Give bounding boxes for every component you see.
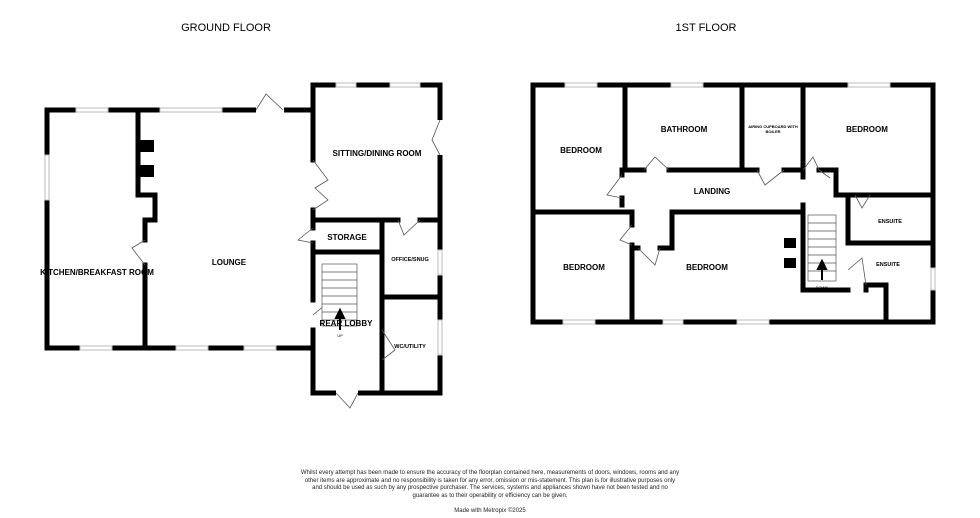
- room-landing: LANDING: [694, 187, 730, 196]
- first-floor-plan: BEDROOM BATHROOM AIRING CUPBOARD WITH BO…: [530, 82, 936, 325]
- first-stairs: [807, 214, 837, 282]
- ground-floor-title: GROUND FLOOR: [181, 22, 271, 34]
- room-office-snug: OFFICE/SNUG: [391, 257, 429, 263]
- room-airing-boiler: BOILER: [765, 129, 780, 134]
- stair-down-arrow-icon: [816, 258, 828, 280]
- room-rear-lobby: REAR LOBBY: [320, 319, 374, 328]
- room-bedroom-4: BEDROOM: [686, 263, 728, 272]
- credit: Made with Metropix ©2025: [454, 508, 526, 514]
- room-ensuite-1: ENSUITE: [878, 219, 902, 225]
- stair-up-label: UP: [337, 333, 343, 338]
- room-bedroom-3: BEDROOM: [563, 263, 605, 272]
- room-bathroom: BATHROOM: [661, 125, 708, 134]
- room-kitchen: KITCHEN/BREAKFAST ROOM: [40, 268, 154, 277]
- stair-down-label: DOWN: [816, 285, 829, 290]
- room-lounge: LOUNGE: [212, 258, 247, 267]
- stair-up-arrow-icon: [334, 307, 346, 330]
- ground-floor-plan: KITCHEN/BREAKFAST ROOM LOUNGE SITTING/DI…: [40, 82, 443, 409]
- room-ensuite-2: ENSUITE: [876, 262, 900, 268]
- first-floor-title: 1ST FLOOR: [675, 22, 737, 34]
- room-bedroom-1: BEDROOM: [560, 146, 602, 155]
- room-bedroom-2: BEDROOM: [846, 125, 888, 134]
- room-storage: STORAGE: [327, 233, 367, 242]
- room-sitting-dining: SITTING/DINING ROOM: [333, 149, 422, 158]
- room-airing-cupboard: AIRING CUPBOARD WITH: [748, 124, 798, 129]
- room-wc-utility: WC/UTILITY: [394, 344, 426, 350]
- disclaimer: Whilst every attempt has been made to en…: [300, 470, 680, 499]
